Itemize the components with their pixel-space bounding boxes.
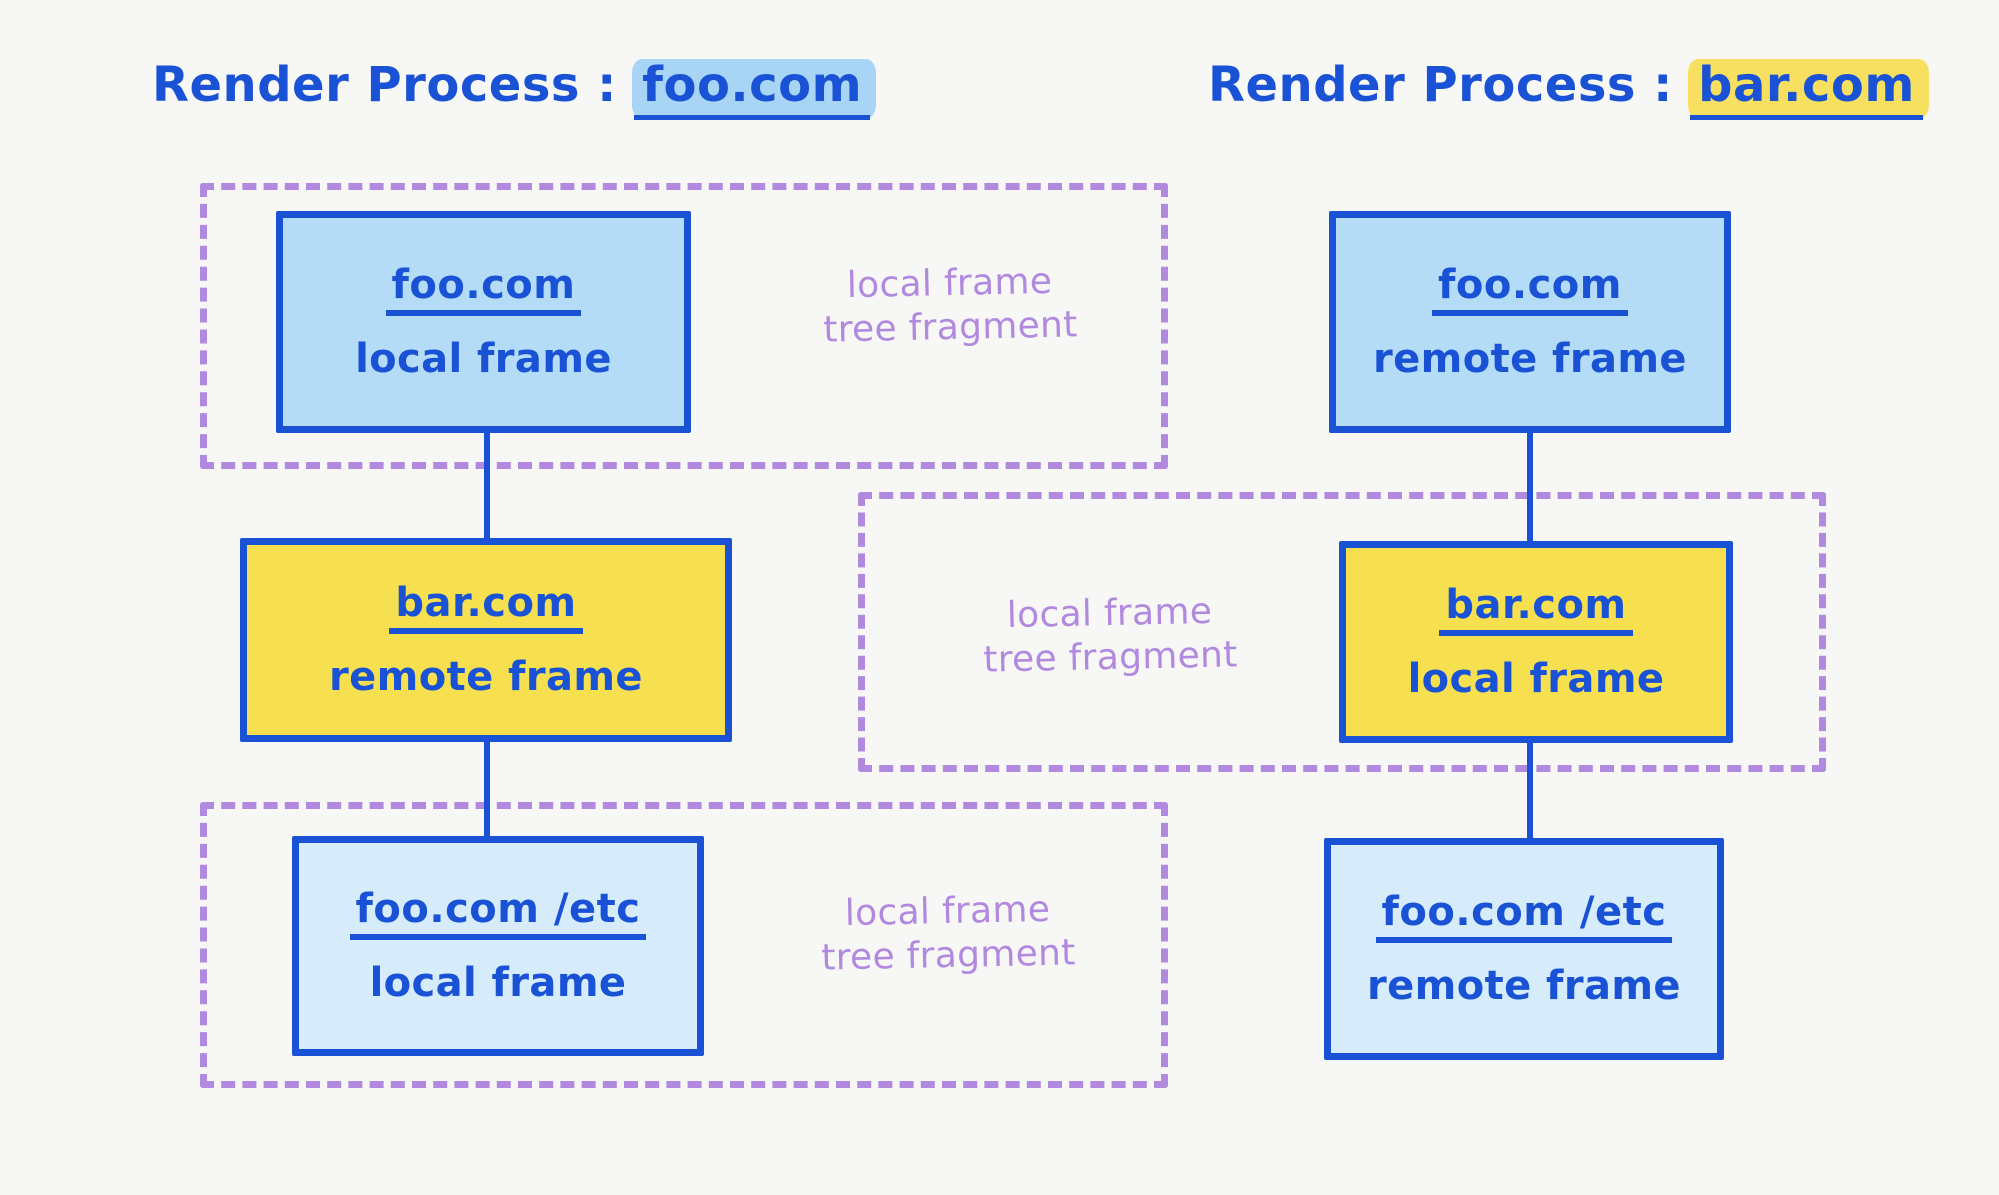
frame-box-left-foo-local[interactable]: foo.com local frame [276,211,691,433]
fragment-label-bottom-left: local frame tree fragment [820,888,1077,979]
fragment-label-middle: local frame tree fragment [982,590,1239,681]
frame-kind-right-1: local frame [1407,656,1665,702]
local-frame-tree-fragment-region-bottom-left [200,802,1168,1088]
frame-box-left-fooetc-local[interactable]: foo.com /etc local frame [292,836,704,1056]
heading-origin-foo: foo.com [642,57,863,113]
frame-kind-left-2: local frame [369,960,627,1006]
connector-right-middle-to-bottom [1527,740,1533,840]
frame-box-left-bar-remote[interactable]: bar.com remote frame [240,538,732,742]
frame-origin-left-2: foo.com /etc [349,888,647,940]
frame-origin-right-0: foo.com [1432,264,1628,316]
connector-right-top-to-middle [1527,430,1533,548]
heading-origin-bar-highlight: bar.com [1688,57,1929,120]
frame-box-right-foo-remote[interactable]: foo.com remote frame [1329,211,1731,433]
heading-origin-bar: bar.com [1698,57,1915,113]
frame-kind-right-2: remote frame [1367,963,1681,1009]
heading-prefix-bar: Render Process : [1208,57,1673,113]
heading-prefix-foo: Render Process : [152,57,617,113]
frame-origin-right-1: bar.com [1439,584,1633,636]
frame-box-right-fooetc-remote[interactable]: foo.com /etc remote frame [1324,838,1724,1060]
connector-left-top-to-middle [484,430,490,540]
frame-origin-left-0: foo.com [385,264,582,316]
render-process-heading-foo: Render Process : foo.com [152,57,877,120]
render-process-heading-bar: Render Process : bar.com [1208,57,1929,120]
frame-origin-right-2: foo.com /etc [1375,891,1673,943]
frame-kind-left-1: remote frame [329,654,643,700]
frame-kind-left-0: local frame [355,336,612,382]
local-frame-tree-fragment-region-top-left [200,183,1168,469]
frame-kind-right-0: remote frame [1373,336,1687,382]
local-frame-tree-fragment-region-middle [858,492,1826,772]
fragment-label-top-left: local frame tree fragment [822,260,1079,351]
frame-origin-left-1: bar.com [389,582,583,634]
connector-left-middle-to-bottom [484,738,490,838]
frame-box-right-bar-local[interactable]: bar.com local frame [1339,541,1733,743]
heading-origin-foo-highlight: foo.com [632,57,877,120]
